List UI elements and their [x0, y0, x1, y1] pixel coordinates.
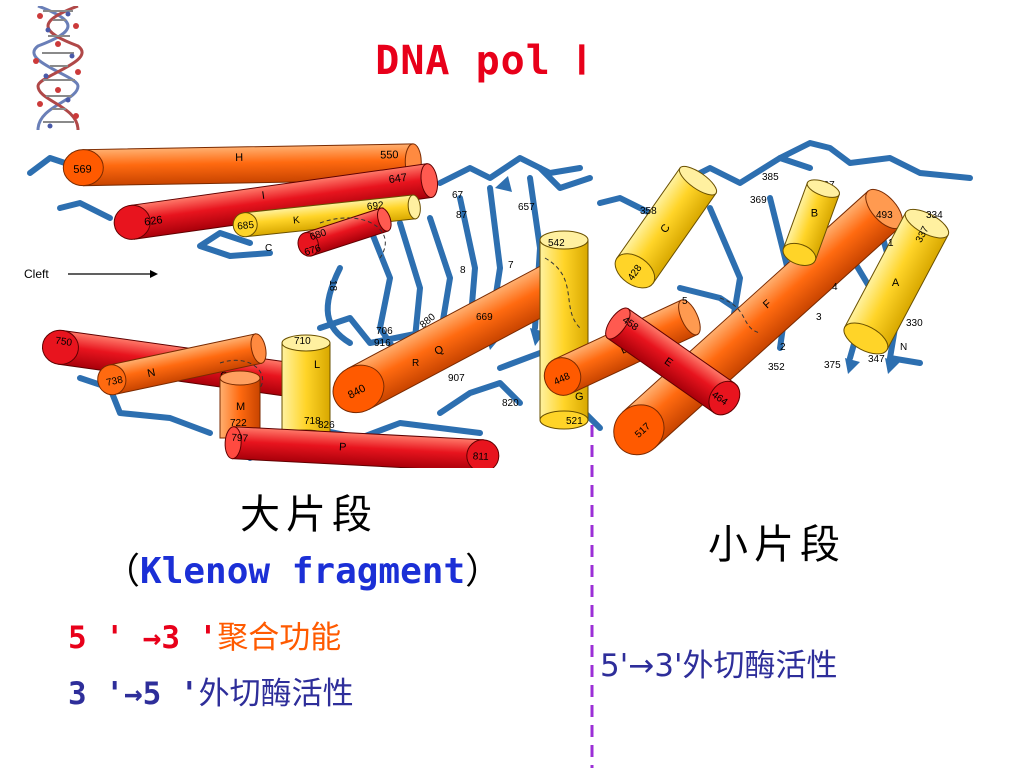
svg-text:L: L [314, 359, 320, 371]
cleft-arrow: Cleft [24, 267, 158, 281]
svg-text:710: 710 [294, 336, 311, 347]
svg-text:521: 521 [566, 416, 583, 427]
svg-text:330: 330 [906, 318, 923, 329]
svg-text:8: 8 [460, 265, 466, 276]
svg-text:657: 657 [518, 202, 535, 213]
svg-text:N: N [900, 342, 907, 353]
svg-text:750: 750 [55, 336, 73, 349]
svg-text:669: 669 [476, 312, 493, 323]
small-fragment-title: 小片段 [708, 522, 846, 568]
svg-text:647: 647 [388, 172, 408, 186]
svg-text:334: 334 [926, 210, 943, 221]
page-title: DNA pol Ⅰ [375, 38, 589, 84]
svg-text:718: 718 [304, 416, 321, 427]
svg-text:550: 550 [380, 149, 399, 161]
svg-text:P: P [339, 441, 347, 453]
svg-text:352: 352 [768, 362, 785, 373]
svg-text:685: 685 [237, 220, 255, 233]
svg-text:358: 358 [640, 206, 657, 217]
svg-text:375: 375 [824, 360, 841, 371]
svg-text:7: 7 [508, 260, 514, 271]
svg-text:B: B [811, 207, 818, 219]
svg-text:820: 820 [502, 398, 519, 409]
svg-text:676: 676 [303, 243, 323, 259]
svg-text:67: 67 [452, 190, 464, 201]
svg-text:811: 811 [472, 451, 489, 463]
svg-text:H: H [235, 152, 243, 164]
svg-text:569: 569 [73, 164, 92, 176]
dna-helix-icon [32, 6, 84, 130]
large-fragment-polymerase-activity: 5 ' →3 '聚合功能 [68, 620, 342, 656]
svg-text:680: 680 [309, 227, 329, 243]
svg-text:I: I [261, 190, 266, 202]
svg-text:18: 18 [327, 280, 338, 292]
svg-text:347: 347 [868, 354, 885, 365]
svg-text:706: 706 [376, 326, 393, 337]
fragment-divider [590, 425, 594, 768]
large-fragment-exonuclease-activity: 3 '→5 '外切酶活性 [68, 676, 354, 712]
svg-text:R: R [412, 358, 419, 369]
svg-text:493: 493 [876, 210, 893, 221]
svg-text:N: N [146, 367, 156, 380]
svg-text:3: 3 [816, 312, 822, 323]
svg-text:826: 826 [318, 420, 335, 431]
svg-text:916: 916 [374, 338, 391, 349]
svg-text:797: 797 [231, 433, 249, 445]
large-fragment-title: 大片段 [240, 492, 378, 538]
svg-text:A: A [892, 277, 900, 289]
svg-text:626: 626 [144, 214, 164, 228]
svg-text:385: 385 [762, 172, 779, 183]
svg-text:C: C [265, 243, 272, 254]
svg-text:722: 722 [230, 418, 247, 429]
svg-text:87: 87 [456, 210, 468, 221]
svg-text:2: 2 [780, 342, 786, 353]
svg-text:369: 369 [750, 195, 767, 206]
svg-text:4: 4 [832, 282, 838, 293]
svg-text:738: 738 [105, 375, 124, 389]
dna-pol-structure-diagram: Cleft 569 H 550 626 I 647 685 K 692 C J … [24, 140, 973, 468]
svg-text:M: M [236, 401, 245, 413]
svg-text:K: K [293, 215, 301, 227]
svg-text:542: 542 [548, 238, 565, 249]
svg-text:907: 907 [448, 373, 465, 384]
svg-text:5: 5 [682, 296, 688, 307]
small-fragment-exonuclease-activity: 5'→3'外切酶活性 [600, 648, 838, 684]
svg-text:1: 1 [888, 238, 894, 249]
svg-text:Cleft: Cleft [24, 267, 49, 281]
klenow-fragment-label: （Klenow fragment） [104, 551, 502, 592]
svg-text:G: G [575, 391, 584, 403]
